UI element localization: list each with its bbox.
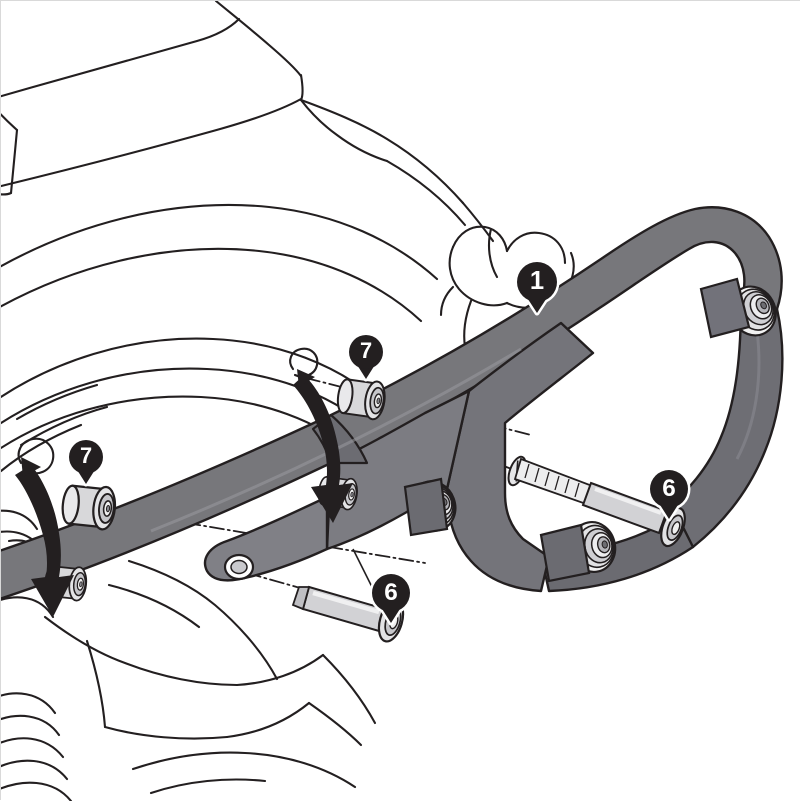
bolt-bottom-locator xyxy=(352,548,374,590)
callout-label: 7 xyxy=(80,443,92,468)
callout-marker-1[interactable]: 1 xyxy=(514,259,560,316)
install-arrow-upper xyxy=(293,375,353,523)
bushing-upper-exploded xyxy=(334,375,388,422)
rack-stub-lower-mid xyxy=(539,523,591,583)
callout-marker-6-right[interactable]: 6 xyxy=(647,467,691,522)
rack-stub-top-right xyxy=(699,277,751,339)
bolt-right-shank xyxy=(581,481,669,535)
callout-label: 6 xyxy=(662,475,676,502)
callout-marker-6-bottom[interactable]: 6 xyxy=(369,571,413,626)
callout-label: 1 xyxy=(530,267,544,295)
bushing-left-exploded xyxy=(59,481,119,532)
callout-body xyxy=(372,574,410,612)
install-arrow-upper-tail xyxy=(297,369,315,387)
bolt-bottom-tip xyxy=(291,586,311,611)
bolt-right-shank-highlight xyxy=(594,487,662,515)
callout-body xyxy=(349,335,383,369)
bolt-bottom-shank-highlight xyxy=(312,590,380,615)
callout-body xyxy=(650,470,688,508)
rack-inner-gusset xyxy=(445,321,595,593)
callout-marker-7-left[interactable]: 7 xyxy=(66,437,106,487)
install-arrow-left xyxy=(15,465,74,617)
callout-label: 6 xyxy=(384,579,398,606)
callout-markers: 1 7 7 6 6 xyxy=(66,259,691,626)
callout-label: 7 xyxy=(360,338,372,363)
install-arrow-left-tail xyxy=(21,457,41,477)
installation-arrows xyxy=(15,369,353,617)
bolt-right-thread-ticks xyxy=(524,463,580,498)
callout-marker-7-upper[interactable]: 7 xyxy=(346,332,386,382)
rack-bracket-part-1 xyxy=(1,206,784,600)
rack-left-eyelet-inner xyxy=(230,559,248,575)
rack-diagonal-strut xyxy=(325,389,471,551)
rack-highlight-right xyxy=(735,330,761,460)
callout-body xyxy=(517,262,557,302)
rack-stub-mid-left xyxy=(403,477,449,537)
callout-body xyxy=(69,440,103,474)
